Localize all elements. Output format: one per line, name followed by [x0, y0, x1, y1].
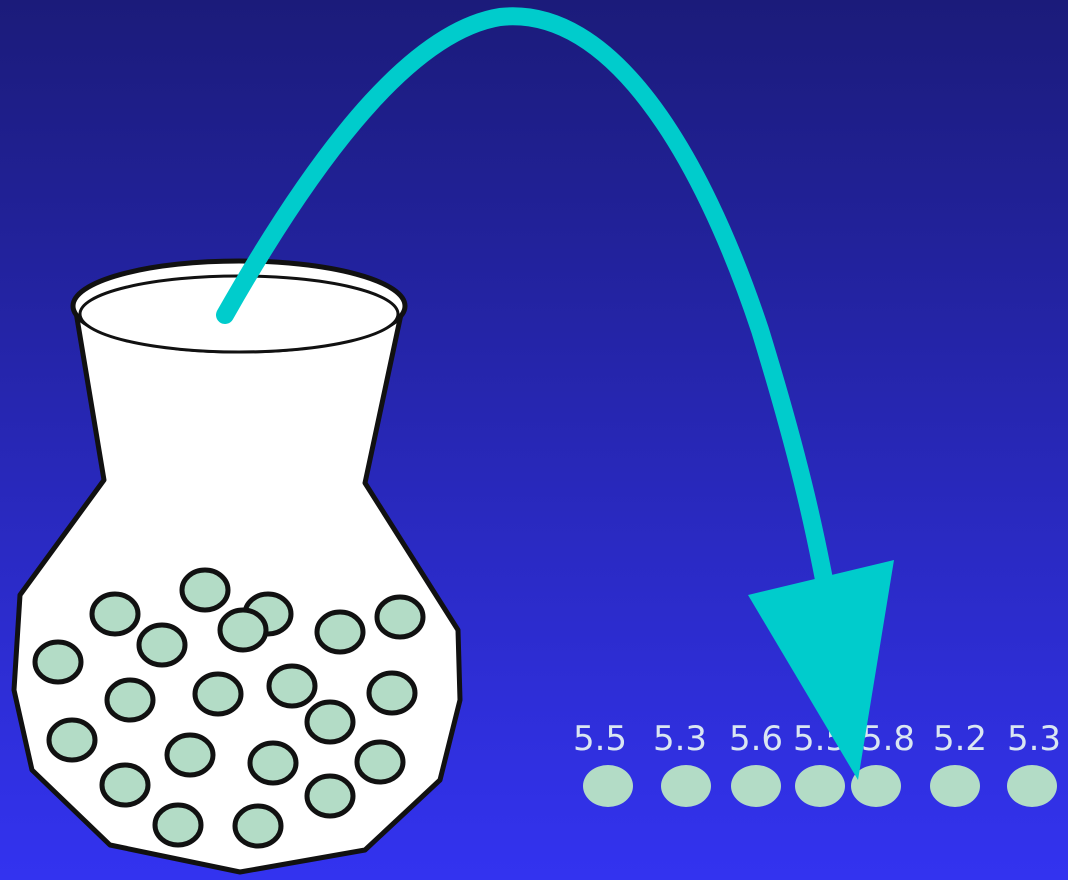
- jar-marble: [139, 625, 185, 665]
- jar-marble: [167, 735, 213, 775]
- jar-marble: [250, 743, 296, 783]
- jar-marble: [35, 642, 81, 682]
- sample-value: 5.5: [573, 719, 627, 759]
- jar-marble: [49, 720, 95, 760]
- sample-marble: [1007, 765, 1057, 807]
- sample-marble: [661, 765, 711, 807]
- jar-marble: [102, 765, 148, 805]
- jar-marble: [307, 776, 353, 816]
- jar-marble: [317, 612, 363, 652]
- jar-marble: [155, 805, 201, 845]
- jar-marble: [107, 680, 153, 720]
- sample-value: 5.2: [933, 719, 987, 759]
- jar-marble: [377, 597, 423, 637]
- sample-marble: [930, 765, 980, 807]
- jar-marble: [182, 570, 228, 610]
- jar-marble: [269, 666, 315, 706]
- jar-marble: [195, 674, 241, 714]
- jar-marble: [357, 742, 403, 782]
- jar-icon: [14, 261, 460, 872]
- jar-marble: [307, 702, 353, 742]
- sample-marble: [795, 765, 845, 807]
- jar-marble: [235, 806, 281, 846]
- sample-value: 5.8: [861, 719, 915, 759]
- sample-marble: [583, 765, 633, 807]
- jar-marble: [369, 673, 415, 713]
- jar-marble: [92, 594, 138, 634]
- sample-marble: [731, 765, 781, 807]
- sample-value: 5.6: [729, 719, 783, 759]
- sample-value: 5.3: [653, 719, 707, 759]
- jar-marble: [220, 610, 266, 650]
- sample-value: 5.3: [1007, 719, 1061, 759]
